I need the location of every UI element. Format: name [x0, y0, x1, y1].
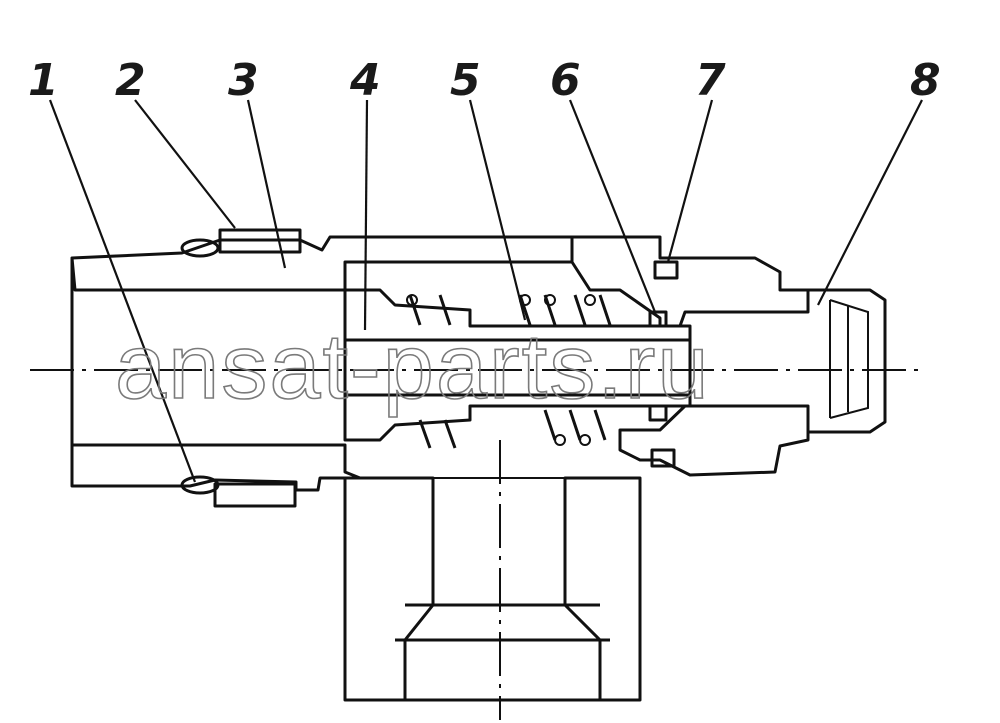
- leader-4: [363, 99, 369, 331]
- callout-5: 5: [450, 55, 481, 106]
- callout-7: 7: [695, 55, 726, 106]
- union-nut: [213, 228, 302, 508]
- callout-6: 6: [550, 55, 581, 106]
- o-ring: [650, 260, 679, 468]
- callout-4: 4: [349, 55, 381, 106]
- leader-7: [666, 99, 714, 263]
- spring-coils: [406, 294, 612, 449]
- callout-8: 8: [910, 55, 941, 106]
- leader-3: [246, 99, 287, 269]
- callout-3: 3: [228, 55, 259, 106]
- callout-2: 2: [115, 55, 146, 106]
- leader-5: [468, 99, 527, 321]
- callout-1: 1: [28, 55, 59, 106]
- leader-8: [817, 99, 923, 306]
- watermark-text: ansat-parts.ru: [115, 316, 711, 418]
- seat-washer: [648, 310, 668, 422]
- valve-stem: [343, 288, 692, 442]
- seal-ring: [180, 238, 220, 495]
- housing-body: [70, 235, 887, 702]
- callout-labels: 1 2 3 4 5 6 7 8: [28, 55, 941, 106]
- leader-1: [48, 99, 197, 483]
- leader-6: [568, 99, 657, 313]
- leader-lines: [48, 99, 923, 483]
- leader-2: [134, 99, 236, 229]
